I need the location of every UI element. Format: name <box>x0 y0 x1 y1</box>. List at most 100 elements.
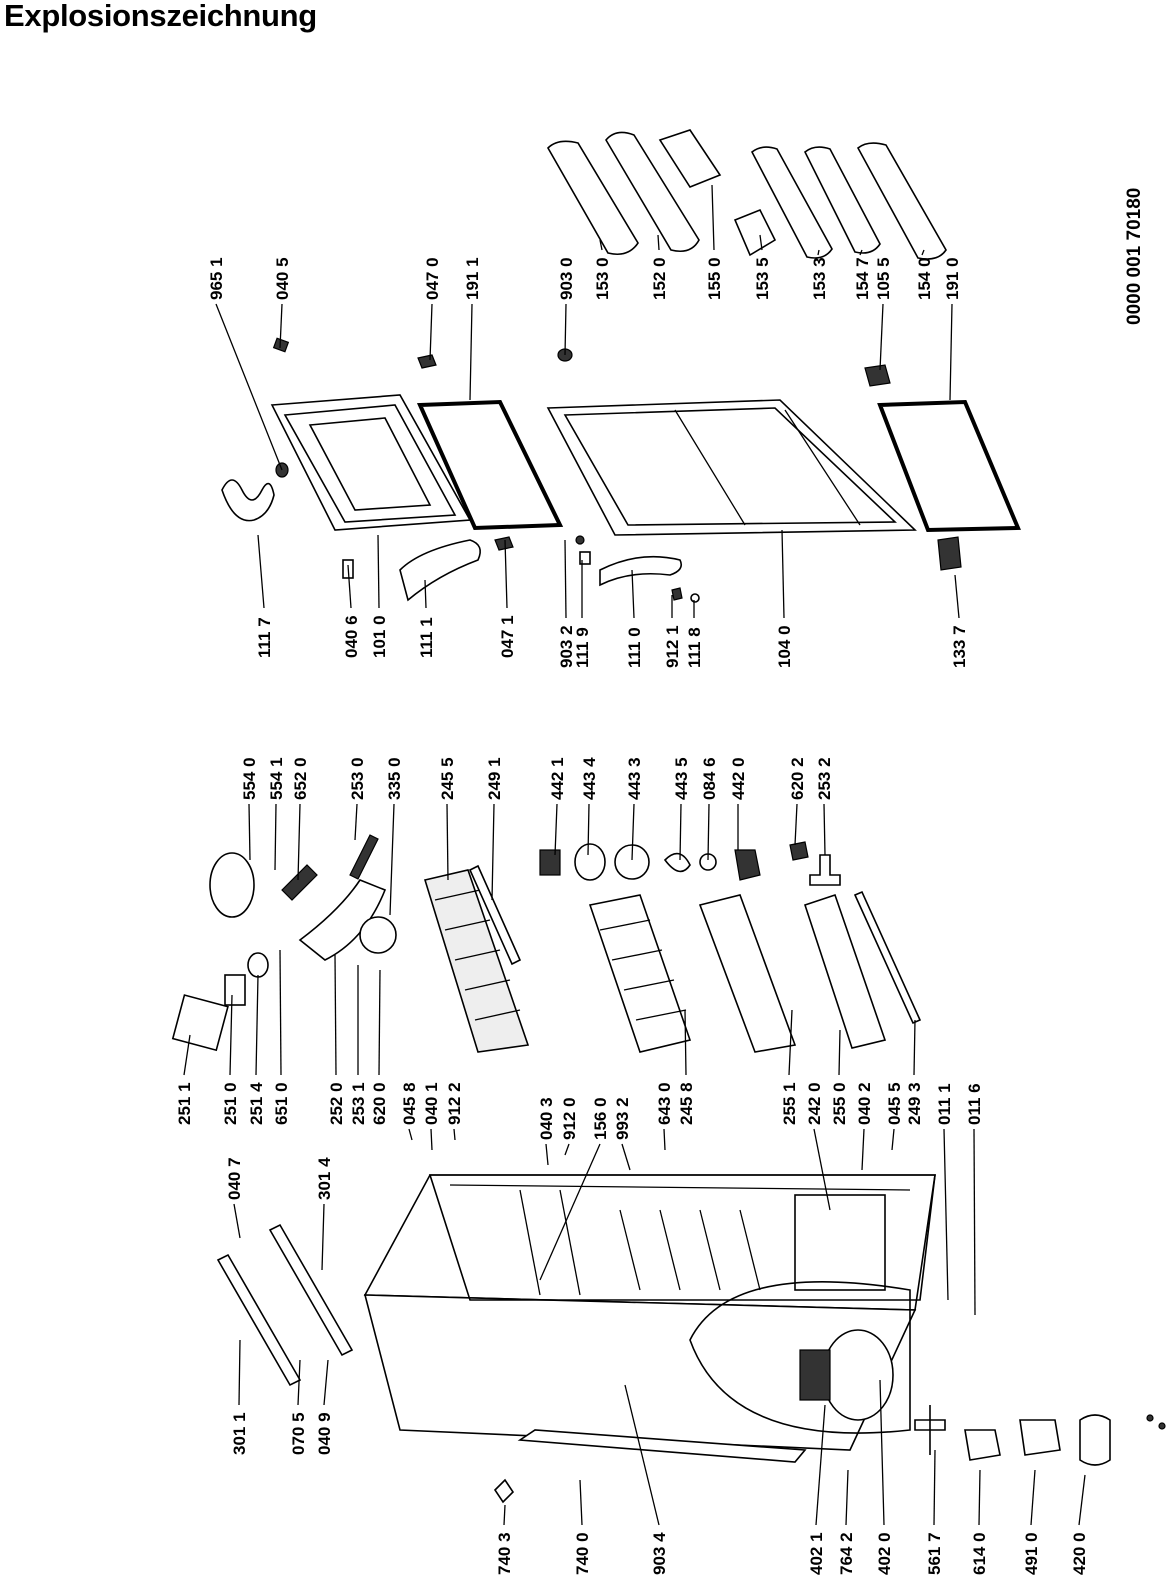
leader-line-p1533 <box>817 249 820 256</box>
part-label-p1910: 191 0 <box>943 257 962 300</box>
part-2532-drawing <box>809 854 841 886</box>
leader-line-p0705 <box>297 1359 301 1406</box>
part-6140-drawing <box>964 1429 1001 1461</box>
part-label-p2458: 245 8 <box>677 1082 696 1125</box>
part-label-p3350: 335 0 <box>385 757 404 800</box>
leader-line-p5540 <box>248 803 251 861</box>
leader-line-p2510 <box>229 994 233 1076</box>
part-label-p1337: 133 7 <box>950 625 969 668</box>
part-label-p5617: 561 7 <box>925 1532 944 1575</box>
ring-2514-drawing <box>247 952 269 978</box>
part-6202-drawing <box>789 841 809 861</box>
leader-line-p1117 <box>257 534 265 609</box>
leader-line-p0455 <box>891 1128 895 1151</box>
part-label-p1010: 101 0 <box>370 615 389 658</box>
leader-line-p1910 <box>949 303 953 401</box>
dot-b-drawing <box>1158 1422 1166 1430</box>
part-label-p1547: 154 7 <box>853 257 872 300</box>
leader-line-p6430 <box>663 1128 666 1151</box>
part-label-p2531: 253 1 <box>349 1082 368 1125</box>
part-label-p4021: 402 1 <box>807 1532 826 1575</box>
hinge-1337-drawing <box>937 536 962 571</box>
housing-2520-drawing <box>298 879 387 961</box>
leader-line-p2493 <box>913 1019 916 1076</box>
leader-line-p0402 <box>861 1128 865 1171</box>
part-label-p9651: 965 1 <box>207 257 226 300</box>
fan-ring-5540-drawing <box>209 852 255 918</box>
leader-line-p2420 <box>813 1128 831 1211</box>
leader-line-p1535 <box>759 234 763 251</box>
leader-line-p9032 <box>564 539 567 619</box>
part-label-p0405: 040 5 <box>273 257 292 300</box>
part-label-p1540: 154 0 <box>915 257 934 300</box>
leader-line-p2514 <box>255 974 259 1076</box>
leader-line-p2458 <box>684 1009 687 1076</box>
leader-line-p1547 <box>859 249 863 256</box>
part-label-p9030: 903 0 <box>557 257 576 300</box>
wire-shelf-2455-drawing <box>423 869 530 1053</box>
part-label-p0407: 040 7 <box>225 1157 244 1200</box>
leader-line-p0403 <box>545 1143 549 1166</box>
sensor-2530-drawing <box>349 834 379 880</box>
part-label-p6510: 651 0 <box>272 1082 291 1125</box>
strip-3011-drawing <box>216 1253 302 1387</box>
part-label-p9121: 912 1 <box>663 625 682 668</box>
part-label-p2493: 249 3 <box>905 1082 924 1125</box>
leader-line-p0401 <box>430 1128 433 1151</box>
part-label-p9032: 903 2 <box>557 625 576 668</box>
leader-line-p2530 <box>354 803 358 841</box>
part-label-p1560: 156 0 <box>591 1097 610 1140</box>
part-label-p2511: 251 1 <box>175 1082 194 1125</box>
leader-line-p4020 <box>879 1379 885 1526</box>
part-label-p9122: 912 2 <box>445 1082 464 1125</box>
part-label-p4434: 443 4 <box>580 757 599 800</box>
part-label-p1119: 111 9 <box>573 627 592 668</box>
part-label-p4421: 442 1 <box>548 757 567 800</box>
leader-line-p6140 <box>978 1469 981 1526</box>
part-label-p2420: 242 0 <box>805 1082 824 1125</box>
part-label-p0846: 084 6 <box>700 757 719 800</box>
part-label-p7403: 740 3 <box>495 1532 514 1575</box>
leader-line-p0116 <box>973 1128 976 1316</box>
part-label-p2520: 252 0 <box>327 1082 346 1125</box>
part-label-p6200: 620 0 <box>370 1082 389 1125</box>
leader-line-p3014 <box>321 1203 325 1271</box>
leader-line-p2520 <box>334 954 337 1076</box>
part-label-p2530: 253 0 <box>348 757 367 800</box>
leader-line-p2550 <box>838 1029 841 1076</box>
part-label-p5540: 554 0 <box>240 757 259 800</box>
part-label-p1118: 111 8 <box>685 627 704 668</box>
shelf-1547-drawing <box>803 146 881 254</box>
part-label-p3011: 301 1 <box>230 1412 249 1455</box>
hinge-lower-drawing <box>494 536 514 551</box>
bracket-2510-drawing <box>224 974 246 1006</box>
wire-rack-2458-drawing <box>588 894 692 1053</box>
egg-tray-1550-drawing <box>658 129 722 188</box>
leader-line-p3350 <box>389 803 395 916</box>
fridge-gasket-drawing <box>877 399 1021 533</box>
part-label-p4200: 420 0 <box>1070 1532 1089 1575</box>
freezer-handle-drawing <box>399 539 481 602</box>
part-label-p6202: 620 2 <box>788 757 807 800</box>
part-label-p0471: 047 1 <box>498 615 517 658</box>
part-label-p1110: 111 0 <box>625 627 644 668</box>
leader-line-p4433 <box>631 803 635 861</box>
part-label-p6430: 643 0 <box>655 1082 674 1125</box>
leader-line-p9034 <box>624 1384 660 1526</box>
part-label-p2510: 251 0 <box>221 1082 240 1125</box>
part-label-p0401: 040 1 <box>422 1082 441 1125</box>
part-1119-drawing <box>579 551 591 565</box>
part-label-p2455: 245 5 <box>438 757 457 800</box>
part-label-p1530: 153 0 <box>593 257 612 300</box>
hinge-1055-drawing <box>864 364 891 387</box>
fridge-handle-drawing <box>599 555 683 587</box>
shelf-1520-drawing <box>605 131 700 253</box>
part-label-p5541: 554 1 <box>267 757 286 800</box>
leader-line-p1520 <box>657 234 660 251</box>
leader-line-p5541 <box>274 803 277 871</box>
part-5617-drawing <box>914 1405 946 1455</box>
part-label-p6520: 652 0 <box>291 757 310 800</box>
freezer-gasket-drawing <box>416 399 564 531</box>
box-1535-drawing <box>733 208 777 257</box>
